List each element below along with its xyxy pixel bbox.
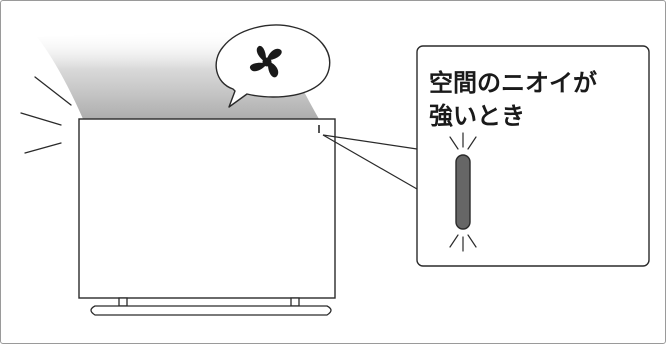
- purifier-stand: [90, 297, 332, 316]
- vibration-lines: [20, 76, 72, 154]
- callout-box: [416, 45, 650, 267]
- purifier-body: [78, 118, 336, 299]
- indicator-lamp-icon: [449, 132, 477, 252]
- callout-caption: 空間のニオイが 強いとき: [429, 69, 597, 130]
- callout-pointer: [322, 134, 418, 190]
- fan-icon: [249, 45, 282, 78]
